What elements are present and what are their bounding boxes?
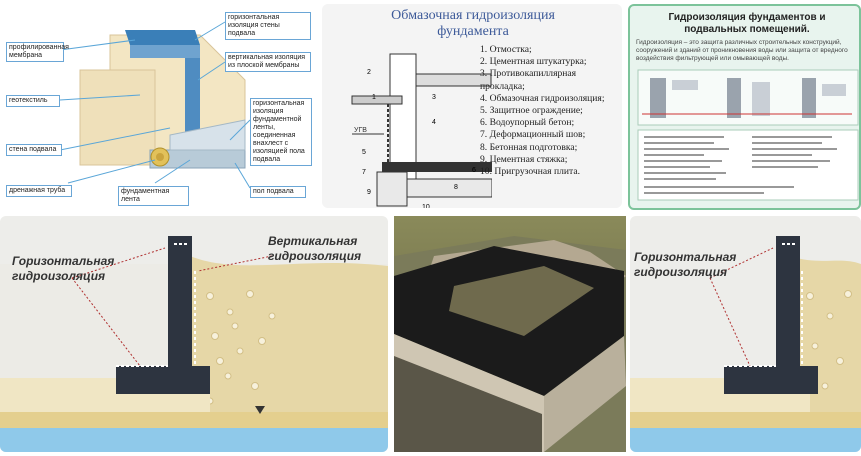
label-drainage-pipe: дренажная труба xyxy=(6,185,72,197)
legend-list: 1. Отмостка; 2. Цементная штукатурка; 3.… xyxy=(480,44,620,178)
svg-text:5: 5 xyxy=(362,149,366,156)
legend-item: 4. Обмазочная гидроизоляция; xyxy=(480,93,620,105)
label-profiled-membrane: профилированная мембрана xyxy=(6,42,64,62)
svg-text:9: 9 xyxy=(367,189,371,196)
horizontal-waterproofing-crop-tile[interactable]: Горизонтальная гидроизоляция xyxy=(630,216,861,452)
svg-text:10: 10 xyxy=(422,204,430,208)
poster-intro: Гидроизоляция – это защита различных стр… xyxy=(636,39,858,63)
poster-drawings xyxy=(632,68,860,203)
label-horizontal-strip-insulation: горизонтальная изоляция фундаментной лен… xyxy=(250,98,312,166)
svg-text:4: 4 xyxy=(432,119,436,126)
foundation-3d-diagram-tile[interactable]: профилированная мембрана геотекстиль сте… xyxy=(0,0,318,208)
legend-item: 8. Бетонная подготовка; xyxy=(480,142,620,154)
poster-title: Гидроизоляция фундаментов и подвальных п… xyxy=(636,12,858,36)
svg-text:8: 8 xyxy=(454,184,458,191)
svg-text:2: 2 xyxy=(367,69,371,76)
svg-text:7: 7 xyxy=(362,169,366,176)
legend-item: 1. Отмостка; xyxy=(480,44,620,56)
svg-text:1: 1 xyxy=(372,94,376,101)
legend-item: 2. Цементная штукатурка; xyxy=(480,56,620,68)
legend-item: 7. Деформационный шов; xyxy=(480,129,620,141)
label-horizontal-wall-insulation: горизонтальная изоляция стены подвала xyxy=(225,12,311,40)
label-vertical-insulation: вертикальная изоляция из плоской мембран… xyxy=(225,52,311,72)
horizontal-waterproofing-label: Горизонтальная гидроизоляция xyxy=(634,250,744,280)
section-drawing: УГВ 1 2 3 4 5 6 7 8 9 10 xyxy=(332,44,492,208)
vertical-waterproofing-label: Вертикальная гидроизоляция xyxy=(268,234,378,264)
label-basement-wall: стена подвала xyxy=(6,144,62,156)
legend-item: 10. Пригрузочная плита. xyxy=(480,166,620,178)
foundation-photo xyxy=(394,216,626,452)
ugv-label: УГВ xyxy=(354,127,367,134)
tile-title: Обмазочная гидроизоляция фундамента xyxy=(378,8,568,40)
svg-text:3: 3 xyxy=(432,94,436,101)
legend-item: 3. Противокапиллярная прокладка; xyxy=(480,68,620,92)
label-geotextile: геотекстиль xyxy=(6,95,60,107)
legend-item: 5. Защитное ограждение; xyxy=(480,105,620,117)
coating-waterproofing-tile[interactable]: Обмазочная гидроизоляция фундамента УГВ … xyxy=(322,4,622,208)
label-basement-floor: пол подвала xyxy=(250,186,306,198)
legend-item: 6. Водоупорный бетон; xyxy=(480,117,620,129)
legend-item: 9. Цементная стяжка; xyxy=(480,154,620,166)
foundation-photo-tile[interactable] xyxy=(394,216,626,452)
horizontal-waterproofing-label: Горизонтальная гидроизоляция xyxy=(12,254,122,284)
horizontal-vertical-waterproofing-tile[interactable]: Горизонтальная гидроизоляция Вертикальна… xyxy=(0,216,388,452)
waterproofing-poster-tile[interactable]: Гидроизоляция фундаментов и подвальных п… xyxy=(628,4,861,210)
svg-text:6: 6 xyxy=(472,167,476,174)
label-strip-foundation: фундаментная лента xyxy=(118,186,189,206)
